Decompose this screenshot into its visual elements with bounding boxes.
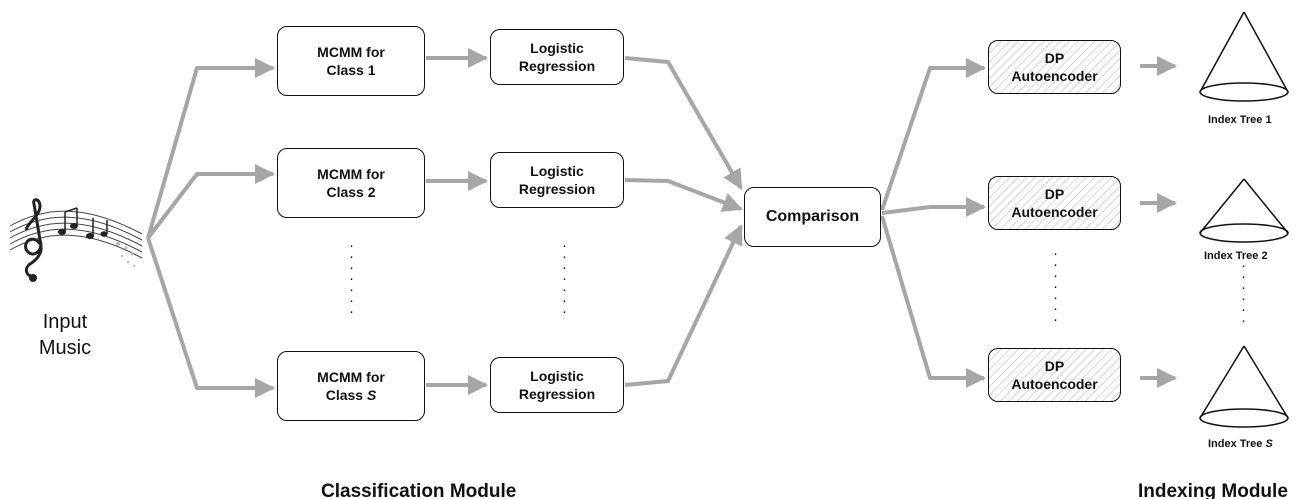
tree-label-id: S — [1265, 438, 1273, 450]
dp-autoencoder-box-2: DP Autoencoder — [988, 176, 1121, 230]
mcmm-class-prefix: Class — [325, 387, 367, 403]
cone-icon-tree-1 — [1199, 11, 1289, 102]
dp-line2: Autoencoder — [1011, 204, 1098, 220]
tree-ellipsis: ······ — [1241, 257, 1246, 329]
mcmm-box-class-1: MCMM for Class 1 — [277, 26, 425, 96]
dp-autoencoder-box-1: DP Autoencoder — [988, 40, 1121, 94]
classification-module-label: Classification Module — [321, 481, 517, 499]
input-music-label: Input Music — [36, 309, 94, 361]
arrow-input-to-mcmm-s — [146, 237, 275, 398]
dp-line2: Autoencoder — [1011, 68, 1098, 84]
mcmm-class-id: 1 — [367, 62, 376, 78]
arrow-input-to-mcmm-1 — [146, 58, 275, 239]
tree-label-prefix: Index Tree — [1208, 114, 1266, 126]
mcmm-line1: MCMM for — [317, 44, 385, 60]
arrow-input-to-mcmm-2 — [146, 164, 275, 240]
dp-ellipsis: ······· — [1053, 245, 1058, 328]
arrow-logreg-1-to-comparison — [624, 56, 743, 190]
logistic-regression-box-s: Logistic Regression — [490, 357, 624, 413]
dp-line2: Autoencoder — [1011, 376, 1098, 392]
mcmm-box-class-s: MCMM for Class S — [277, 351, 425, 421]
tree-label-id: 1 — [1265, 114, 1272, 126]
arrow-comparison-to-dp-s — [880, 215, 986, 388]
input-label-line1: Input — [42, 311, 88, 333]
logreg-line2: Regression — [518, 58, 596, 74]
dp-autoencoder-box-s: DP Autoencoder — [988, 348, 1121, 402]
dp-line1: DP — [1044, 50, 1065, 66]
indexing-module-label: Indexing Module — [1138, 481, 1288, 499]
logistic-regression-box-2: Logistic Regression — [490, 152, 624, 208]
mcmm-class-id: 2 — [367, 184, 376, 200]
index-tree-label-s: Index Tree S — [1208, 438, 1273, 450]
arrow-logreg-2-to-comparison — [624, 178, 743, 212]
mcmm-line2: Class 2 — [326, 183, 375, 201]
dp-line1: DP — [1044, 186, 1065, 202]
mcmm-line1: MCMM for — [317, 166, 385, 182]
arrow-comparison-to-dp-2 — [881, 197, 986, 217]
cone-icon-tree-s — [1199, 345, 1289, 428]
logreg-line1: Logistic — [530, 163, 584, 179]
arrow-logreg-s-to-comparison — [624, 224, 743, 387]
mcmm-box-class-2: MCMM for Class 2 — [277, 148, 425, 218]
music-notes-icon — [9, 198, 143, 282]
tree-label-id: 2 — [1261, 250, 1268, 262]
index-tree-label-2: Index Tree 2 — [1204, 250, 1268, 262]
mcmm-line2: Class 1 — [326, 61, 375, 79]
logreg-line2: Regression — [518, 181, 596, 197]
tree-label-prefix: Index Tree — [1208, 438, 1266, 450]
comparison-label: Comparison — [765, 208, 860, 225]
index-tree-label-1: Index Tree 1 — [1208, 114, 1272, 126]
mcmm-class-prefix: Class — [326, 62, 368, 78]
mcmm-line2: Class S — [326, 386, 377, 404]
logreg-line1: Logistic — [530, 368, 584, 384]
tree-label-prefix: Index Tree — [1204, 250, 1262, 262]
logistic-regression-box-1: Logistic Regression — [490, 29, 624, 85]
logreg-line1: Logistic — [530, 40, 584, 56]
arrow-comparison-to-dp-1 — [880, 58, 986, 211]
dp-line1: DP — [1044, 358, 1065, 374]
input-label-line2: Music — [38, 337, 92, 359]
logreg-line2: Regression — [518, 386, 596, 402]
cone-icon-tree-2 — [1199, 178, 1289, 243]
mcmm-class-id: S — [366, 387, 377, 403]
mcmm-line1: MCMM for — [317, 369, 385, 385]
mcmm-ellipsis: ······· — [349, 237, 354, 320]
comparison-box: Comparison — [744, 187, 881, 247]
logreg-ellipsis: ······· — [562, 237, 567, 320]
mcmm-class-prefix: Class — [326, 184, 368, 200]
